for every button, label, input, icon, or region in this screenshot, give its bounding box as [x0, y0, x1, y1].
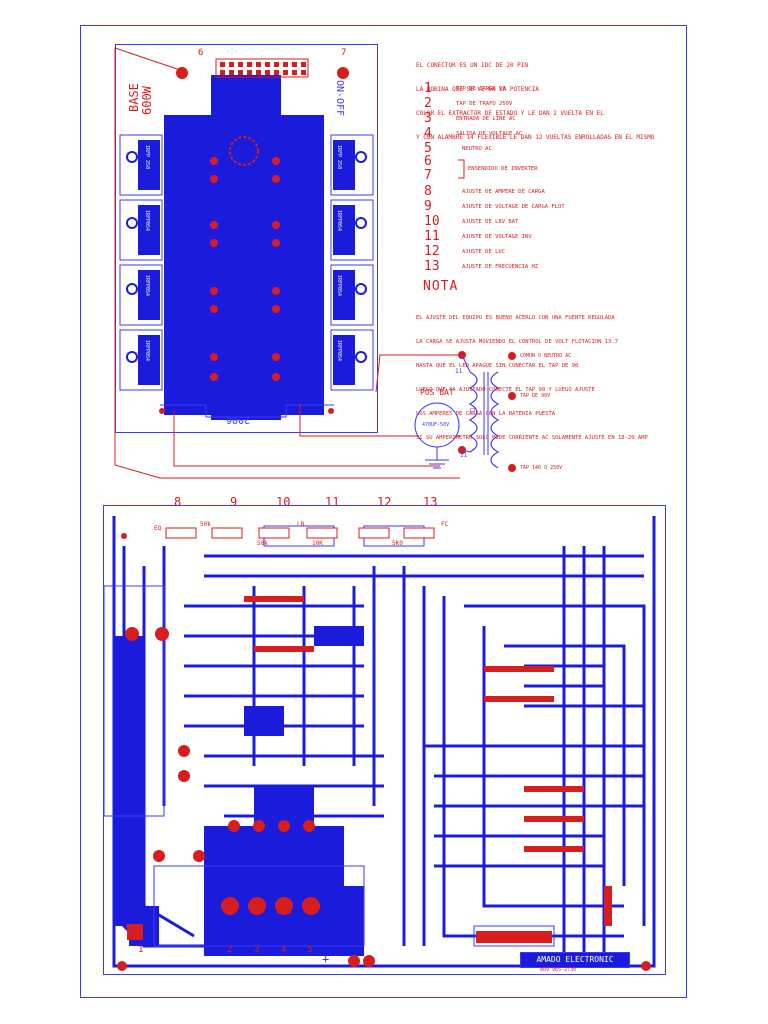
bottom-number: 5 [307, 945, 313, 955]
nota-body: EL AJUSTE DEL EQUIPO ES BUENO ACERLO CON… [416, 298, 648, 450]
header-line: EL CONECTOR ES UN IDC DE 20 PIN [416, 62, 528, 69]
legend-number: 9 [424, 199, 432, 214]
legend-text: ENSENDIDO DE INVERTER [468, 166, 538, 172]
trimmer-number: 8 [174, 495, 182, 509]
header-line: Y CON ALAMBRE 14 FLEXIBLE LE DAN 12 VUEL… [416, 134, 655, 141]
mosfet-label: IRFP054 [144, 210, 150, 232]
mosfet-label: IRFP054 [336, 340, 342, 362]
switch-label: ON-OFF [334, 80, 345, 117]
pos-bat-label: POS BAT [420, 388, 454, 397]
legend-text: AJUSTE DE VOLTAGE DE CARGA FLOT [462, 204, 565, 210]
brand-label: AMADO ELECTRONIC [520, 952, 630, 968]
legend-text: TAP DE TRAFO 250V [456, 101, 513, 107]
legend-text: AJUSTE DE FRECUENCIA HZ [462, 264, 539, 270]
trimmer-value: 5K0 [392, 540, 403, 547]
board-code: 2006 [226, 414, 251, 425]
nota-line: SI SU AMPERIMETRO SOLO MIDE CORRIENTE AC… [416, 435, 648, 441]
control-board [103, 505, 666, 975]
trimmer-value: 50k [200, 521, 211, 528]
legend-number: 4 [424, 126, 432, 141]
mosfet-label: IRFP054 [336, 275, 342, 297]
legend-text: AJUSTE DE AMPERE DE CARGA [462, 189, 545, 195]
trimmer-value: EQ [154, 525, 162, 532]
node-11-top: 11 [455, 368, 463, 375]
nota-line: LOS AMPERES DE CARGA CON LA BATERIA PUES… [416, 411, 556, 417]
page-frame [80, 25, 687, 998]
mosfet-label: IRFP054 [144, 275, 150, 297]
connector-7-label: 7 [341, 48, 347, 58]
legend-number: 11 [424, 229, 440, 244]
bottom-number: 2 [227, 945, 233, 955]
capacitor-label: 470UF-50V [422, 422, 450, 428]
bottom-number: 4 [281, 945, 287, 955]
plus-sign: + [322, 952, 330, 966]
trimmer-value: LB [297, 521, 305, 528]
trimmer-value: 50k [257, 540, 268, 547]
header-line: LA BOBINA QUE SE VE EN LA POTENCIA [416, 86, 539, 93]
mosfet-label: IRFP 250 [144, 145, 150, 170]
tap-neutral: COMUN O NEUTRO AC [520, 353, 572, 359]
legend-number: 8 [424, 184, 432, 199]
legend-text: NEUTRO AC [462, 146, 492, 152]
trimmer-number: 9 [230, 495, 238, 509]
board-subtitle: 600W [140, 86, 154, 115]
nota-line: HASTA QUE EL LED APAGUE SIN CONECTAR EL … [416, 363, 579, 369]
legend-text: AJUSTE DE VOLTAGE INV [462, 234, 532, 240]
nota-line: LA CARGA SE AJUSTA MOVIENDO EL CONTROL D… [416, 339, 618, 345]
board-title-line2: 600W [140, 86, 154, 115]
nota-line: LUEGO QUE YA AJUSTADO CONECTE EL TAP 90 … [416, 387, 595, 393]
mosfet-label: IRFP054 [144, 340, 150, 362]
legend-number: 10 [424, 214, 440, 229]
bottom-number: 1 [138, 945, 144, 955]
legend-number: 6 [424, 154, 432, 169]
board-title-line1: BASE [127, 83, 141, 112]
mosfet-label: IRFP054 [336, 210, 342, 232]
legend-number: 2 [424, 96, 432, 111]
bottom-number: 3 [254, 945, 260, 955]
trimmer-value: FC [441, 521, 449, 528]
legend-text: AJUSTE DE LBV BAT [462, 219, 519, 225]
tap-250v: TAP 140 O 250V [520, 465, 563, 471]
legend-text: ENTRADA DE LINE AC [456, 116, 516, 122]
node-11-bottom: 11 [460, 452, 468, 459]
legend-number: 12 [424, 244, 440, 259]
header-note: EL CONECTOR ES UN IDC DE 20 PIN LA BOBIN… [416, 46, 654, 150]
mosfet-label: IRFP 250 [336, 145, 342, 170]
legend-number: 1 [424, 81, 432, 96]
brand-phone: 809 965-2730 [540, 967, 577, 973]
legend-number: 5 [424, 141, 432, 156]
tap-90v: TAP DE 90V [520, 393, 551, 399]
header-line: COLOR EL EXTRACTOR DE ESTADO Y LE DAN 2 … [416, 110, 604, 117]
control-board-traces [104, 516, 656, 971]
connector-6-label: 6 [198, 48, 204, 58]
legend-number: 13 [424, 259, 440, 274]
legend-number: 7 [424, 168, 432, 183]
nota-line: EL AJUSTE DEL EQUIPO ES BUENO ACERLO CON… [416, 315, 615, 321]
legend-text: AJUSTE DE LVC [462, 249, 506, 255]
trimmer-value: 10K [312, 540, 323, 547]
board-title: BASE [127, 83, 141, 112]
legend-text: TAP DE CARGA 90 [456, 86, 506, 92]
nota-title: NOTA [423, 279, 459, 294]
legend-number: 3 [424, 111, 432, 126]
legend-text: SALIDA DE VOLTAGE AC [456, 131, 523, 137]
ct-label: CT [470, 408, 477, 414]
